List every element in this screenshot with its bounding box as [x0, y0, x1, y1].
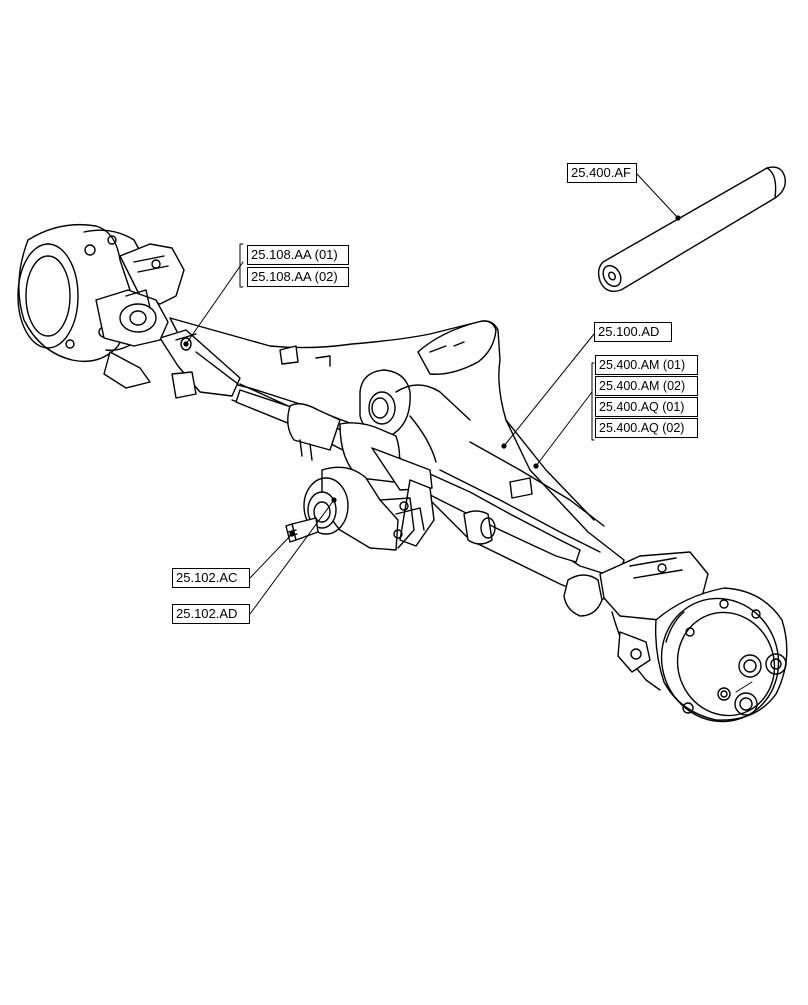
- steering-cylinder-part: [235, 389, 581, 563]
- callout-cylinder-am-01[interactable]: 25.400.AM (01): [595, 355, 698, 375]
- callout-pin[interactable]: 25.400.AF: [567, 163, 637, 183]
- callout-pinion-ad[interactable]: 25.102.AD: [172, 604, 250, 624]
- leader-dots: [183, 215, 681, 537]
- leader-lines: [185, 173, 679, 615]
- callout-pinion-ac[interactable]: 25.102.AC: [172, 568, 250, 588]
- pin-part: [597, 166, 786, 293]
- callout-driveshaft-01[interactable]: 25.108.AA (01): [247, 245, 349, 265]
- differential-part: [285, 466, 425, 551]
- callout-cylinder-am-02[interactable]: 25.400.AM (02): [595, 376, 698, 396]
- callout-axle-housing[interactable]: 25.100.AD: [594, 322, 672, 342]
- left-hub-part: [17, 223, 185, 389]
- callout-cylinder-aq-02[interactable]: 25.400.AQ (02): [595, 418, 698, 438]
- right-hub-part: [563, 551, 788, 723]
- callout-cylinder-aq-01[interactable]: 25.400.AQ (01): [595, 397, 698, 417]
- callout-driveshaft-02[interactable]: 25.108.AA (02): [247, 267, 349, 287]
